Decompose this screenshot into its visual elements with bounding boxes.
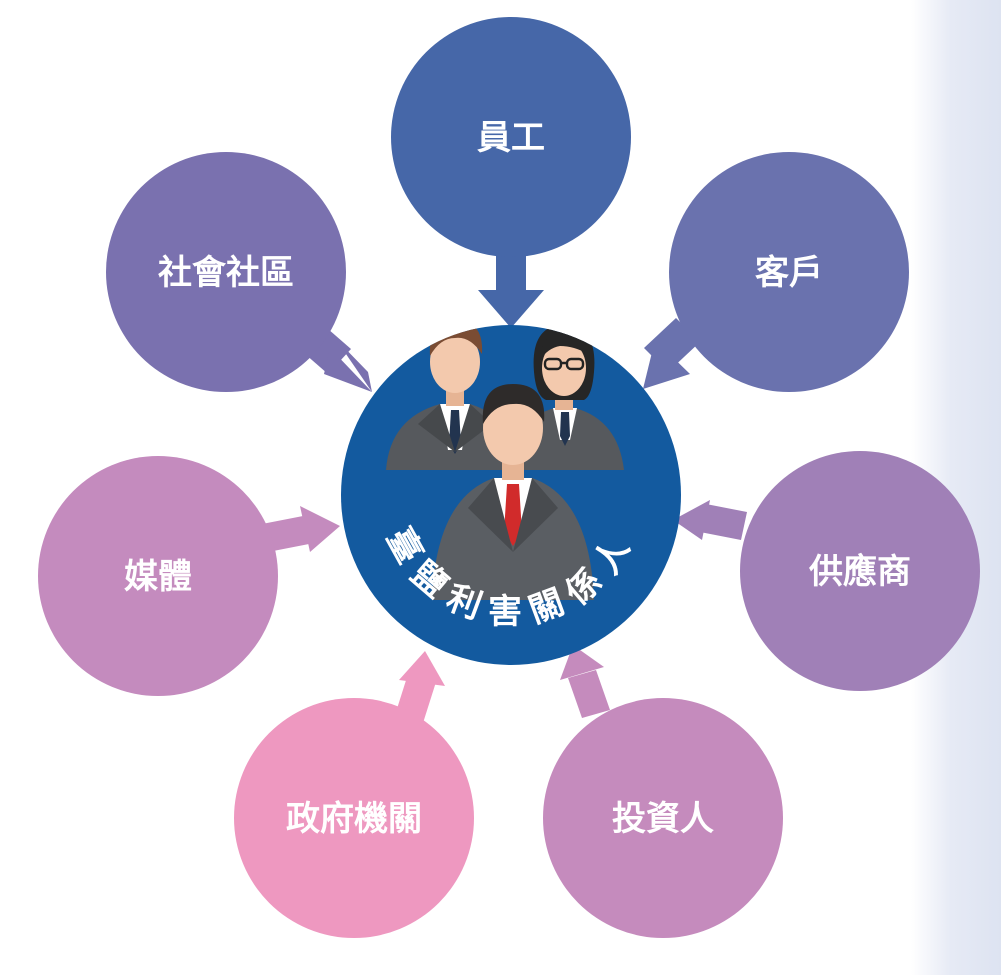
node-community: 社會社區 bbox=[106, 152, 346, 392]
node-government: 政府機關 bbox=[234, 698, 474, 938]
node-label-employees: 員工 bbox=[477, 118, 545, 158]
people-icon bbox=[386, 325, 624, 600]
node-label-media: 媒體 bbox=[124, 557, 192, 597]
node-media: 媒體 bbox=[38, 456, 278, 696]
node-label-community: 社會社區 bbox=[158, 253, 294, 293]
node-customers: 客戶 bbox=[669, 152, 909, 392]
node-suppliers: 供應商 bbox=[740, 451, 980, 691]
node-circle-investors bbox=[543, 698, 783, 938]
node-circle-government bbox=[234, 698, 474, 938]
node-label-government: 政府機關 bbox=[286, 799, 422, 839]
node-label-investors: 投資人 bbox=[612, 799, 714, 839]
node-circle-community bbox=[106, 152, 346, 392]
arrow-investors bbox=[560, 645, 610, 718]
arrow-media bbox=[262, 506, 340, 552]
node-circle-employees bbox=[391, 17, 631, 257]
node-circle-suppliers bbox=[740, 451, 980, 691]
node-employees: 員工 bbox=[391, 17, 631, 257]
node-circle-media bbox=[38, 456, 278, 696]
node-label-suppliers: 供應商 bbox=[808, 552, 911, 592]
arrow-suppliers bbox=[673, 500, 747, 540]
node-circle-customers bbox=[669, 152, 909, 392]
node-investors: 投資人 bbox=[543, 698, 783, 938]
node-label-customers: 客戶 bbox=[755, 253, 823, 293]
